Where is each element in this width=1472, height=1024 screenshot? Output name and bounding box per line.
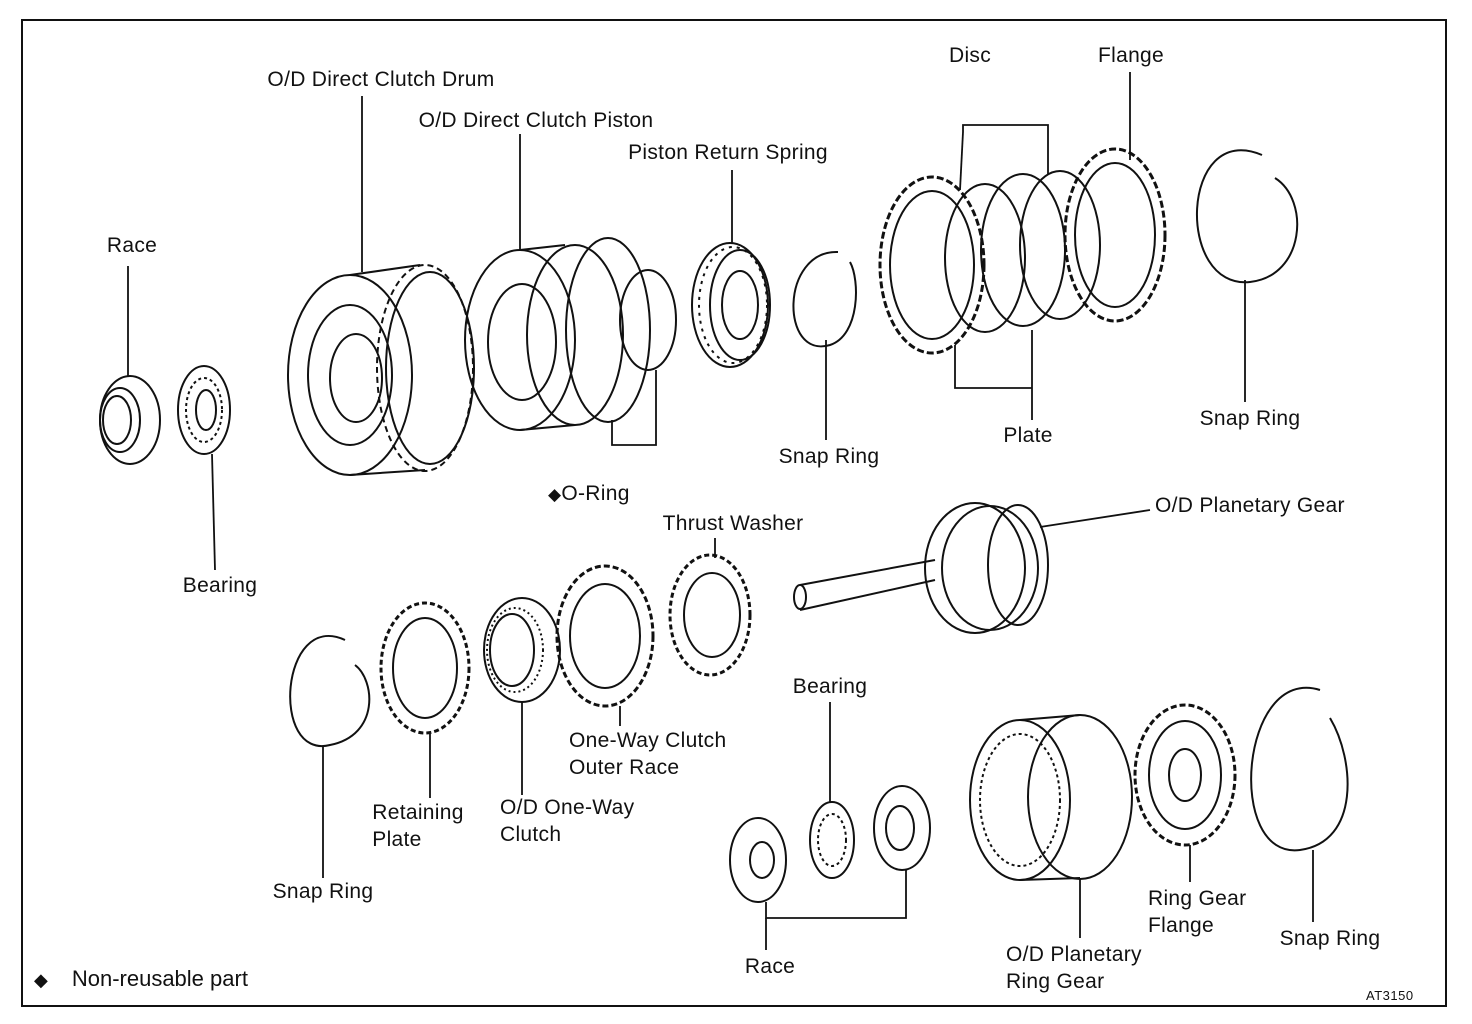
non-reusable-legend-icon: ◆: [34, 970, 48, 990]
label-ring-gear-flange-line1: Ring Gear: [1148, 887, 1247, 910]
label-od-direct-clutch-piston: O/D Direct Clutch Piston: [418, 109, 654, 132]
label-ring-gear-flange: Ring Gear Flange: [1148, 885, 1246, 939]
label-flange: Flange: [1097, 44, 1165, 67]
od-direct-clutch-drum-part: [287, 264, 475, 476]
legend-text: Non-reusable part: [71, 966, 248, 991]
non-reusable-marker-icon: ◆: [548, 485, 562, 504]
od-direct-clutch-piston-part: [464, 244, 624, 431]
figure-id: AT3150: [1366, 988, 1414, 1003]
label-bearing-top: Bearing: [182, 574, 258, 597]
label-od-planetary-ring-gear-line1: O/D Planetary: [1006, 943, 1142, 966]
od-planetary-gear-part: [793, 502, 1049, 634]
piston-return-spring-part: [691, 242, 771, 368]
od-one-way-clutch-part: [483, 597, 561, 703]
label-od-planetary-ring-gear-line2: Ring Gear: [1006, 970, 1105, 993]
one-way-clutch-outer-race-part: [555, 564, 655, 708]
label-od-one-way-clutch-line2: Clutch: [500, 823, 562, 846]
ring-gear-flange-part: [1133, 703, 1237, 847]
leader-lines: [127, 72, 1314, 950]
snap-ring-part-bottom-left: [289, 635, 371, 747]
label-od-planetary-ring-gear: O/D Planetary Ring Gear: [1006, 941, 1142, 995]
label-od-one-way-clutch-line1: O/D One-Way: [500, 796, 635, 819]
label-retaining-plate: Retaining Plate: [372, 799, 463, 853]
snap-ring-part-top-mid: [792, 250, 857, 348]
label-disc: Disc: [948, 44, 992, 67]
label-one-way-clutch-outer-race-line2: Outer Race: [569, 756, 680, 779]
o-ring-parts: [565, 237, 677, 423]
clutch-pack-part: [878, 147, 1167, 355]
label-od-one-way-clutch: O/D One-Way Clutch: [500, 794, 634, 848]
label-od-direct-clutch-drum: O/D Direct Clutch Drum: [267, 68, 495, 91]
label-retaining-plate-line1: Retaining: [372, 801, 464, 824]
race-bearing-parts-bottom: [729, 785, 931, 903]
label-ring-gear-flange-line2: Flange: [1148, 914, 1215, 937]
label-snap-ring-top-right: Snap Ring: [1199, 407, 1301, 430]
label-bearing-bottom: Bearing: [792, 675, 868, 698]
label-one-way-clutch-outer-race-line1: One-Way Clutch: [569, 729, 727, 752]
label-retaining-plate-line2: Plate: [372, 828, 422, 851]
bearing-part-top: [177, 365, 231, 455]
label-od-planetary-gear: O/D Planetary Gear: [1155, 494, 1345, 517]
legend: ◆ Non-reusable part: [34, 966, 248, 992]
label-one-way-clutch-outer-race: One-Way Clutch Outer Race: [569, 727, 726, 781]
label-snap-ring-top-mid: Snap Ring: [778, 445, 880, 468]
thrust-washer-part: [668, 553, 752, 677]
label-thrust-washer: Thrust Washer: [662, 512, 804, 535]
label-race-bottom: Race: [744, 955, 796, 978]
label-piston-return-spring: Piston Return Spring: [628, 141, 828, 164]
label-o-ring-text: O-Ring: [561, 482, 630, 505]
label-o-ring: ◆O-Ring: [548, 480, 630, 508]
label-plate: Plate: [1003, 424, 1053, 447]
snap-ring-part-bottom-right: [1250, 686, 1349, 852]
snap-ring-part-top-right: [1195, 149, 1299, 284]
label-snap-ring-bottom-right: Snap Ring: [1279, 927, 1381, 950]
label-race-top: Race: [106, 234, 158, 257]
od-planetary-ring-gear-part: [969, 714, 1133, 881]
label-snap-ring-bottom-left: Snap Ring: [272, 880, 374, 903]
retaining-plate-part: [379, 601, 471, 735]
race-part-top: [99, 375, 161, 465]
diagram-frame: [21, 19, 1447, 1007]
